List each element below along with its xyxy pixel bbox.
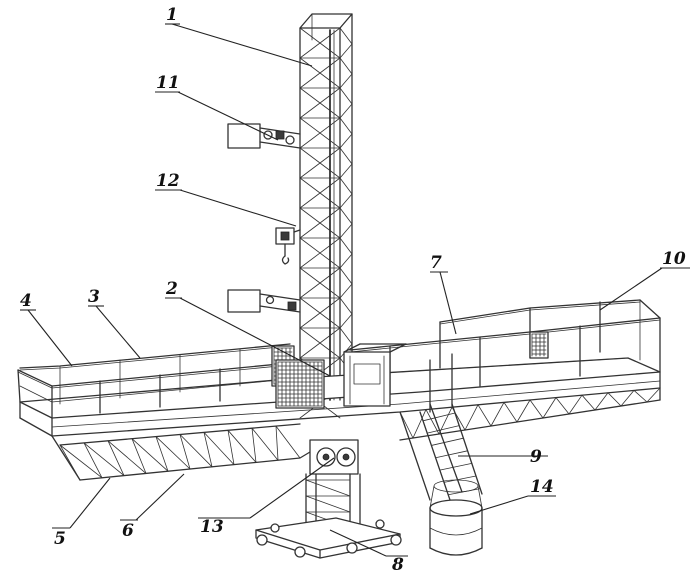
- callout-labels: 1 2 3 4 5 6 7 8 9 10 11 12 13 14: [20, 5, 686, 573]
- callout-8: 8: [391, 555, 404, 573]
- upper-wall-tie: [227, 123, 301, 149]
- leader-7: [439, 271, 457, 335]
- callout-11: 11: [156, 73, 180, 93]
- leader-11: [177, 91, 279, 141]
- leader-1: [171, 23, 313, 67]
- callout-6: 6: [122, 521, 134, 541]
- leader-3: [95, 305, 141, 359]
- callout-5: 5: [54, 529, 66, 549]
- ladder-safety-basket: [429, 479, 483, 556]
- callout-7: 7: [430, 253, 442, 273]
- drive-cage: [275, 343, 407, 409]
- callout-4: 4: [20, 291, 32, 311]
- leader-10: [599, 267, 663, 311]
- leader-2: [179, 297, 331, 377]
- mast-tower: [299, 13, 353, 419]
- callout-10: 10: [662, 249, 686, 269]
- support-truss: [51, 387, 661, 481]
- mast-base: [255, 517, 402, 559]
- leader-5: [69, 477, 111, 529]
- callout-leaders: [20, 23, 690, 557]
- leader-12: [179, 189, 297, 227]
- callout-9: 9: [530, 447, 542, 467]
- hoist-hook: [275, 227, 301, 265]
- access-ladder: [399, 353, 483, 501]
- leader-13: [249, 457, 335, 519]
- leader-14: [469, 495, 529, 515]
- callout-13: 13: [200, 517, 224, 537]
- leader-4: [27, 309, 73, 367]
- callout-2: 2: [165, 279, 178, 299]
- drive-unit: [305, 439, 361, 536]
- callout-14: 14: [530, 477, 554, 497]
- lower-wall-tie: [227, 289, 301, 313]
- left-front-guardrail: [17, 361, 301, 419]
- leader-8: [329, 529, 387, 557]
- callout-3: 3: [88, 287, 100, 307]
- leader-6: [135, 473, 185, 521]
- callout-12: 12: [156, 171, 180, 191]
- callout-1: 1: [166, 5, 178, 25]
